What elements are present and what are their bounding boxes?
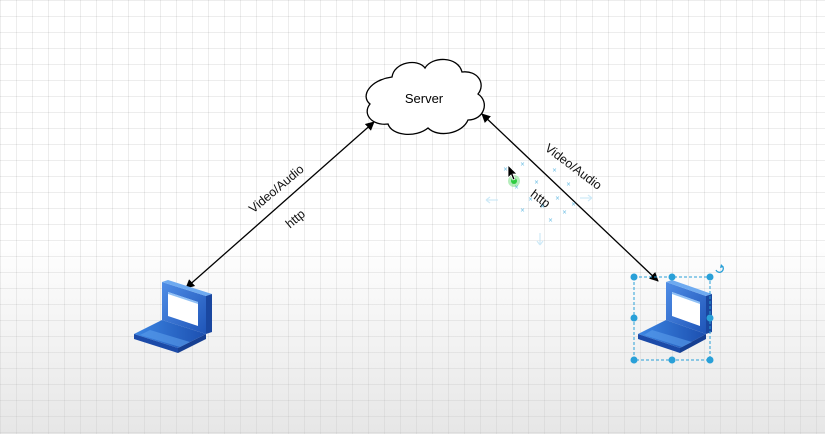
left-connection-line[interactable] (185, 121, 375, 289)
left-laptop-node[interactable] (134, 280, 212, 353)
svg-text:×: × (562, 209, 567, 216)
svg-text:×: × (548, 217, 553, 224)
left-connection[interactable]: Video/Audio http (185, 121, 375, 289)
cloud-shape (365, 58, 485, 135)
svg-text:×: × (520, 207, 525, 214)
server-label: Server (405, 91, 444, 106)
right-connection[interactable]: Video/Audio http (481, 113, 659, 282)
svg-text:×: × (503, 166, 508, 173)
server-node[interactable]: Server (365, 58, 485, 135)
svg-text:×: × (552, 167, 557, 174)
resize-handles[interactable] (630, 273, 714, 364)
svg-text:×: × (566, 181, 571, 188)
mouse-cursor-icon (507, 164, 518, 181)
left-label-http: http (283, 207, 308, 231)
laptop-icon (134, 280, 212, 353)
right-laptop-node[interactable] (630, 264, 725, 364)
svg-text:×: × (540, 203, 545, 210)
svg-text:×: × (534, 179, 539, 186)
laptop-icon (638, 280, 712, 353)
svg-text:×: × (571, 201, 576, 208)
svg-text:×: × (555, 195, 560, 202)
right-connection-line[interactable] (481, 113, 659, 282)
hover-connection-guides: ××× ××× ××× ××× × (485, 161, 593, 246)
svg-text:×: × (528, 196, 533, 203)
rotate-icon[interactable] (715, 264, 724, 273)
svg-text:×: × (520, 161, 525, 168)
svg-text:×: × (514, 184, 519, 191)
